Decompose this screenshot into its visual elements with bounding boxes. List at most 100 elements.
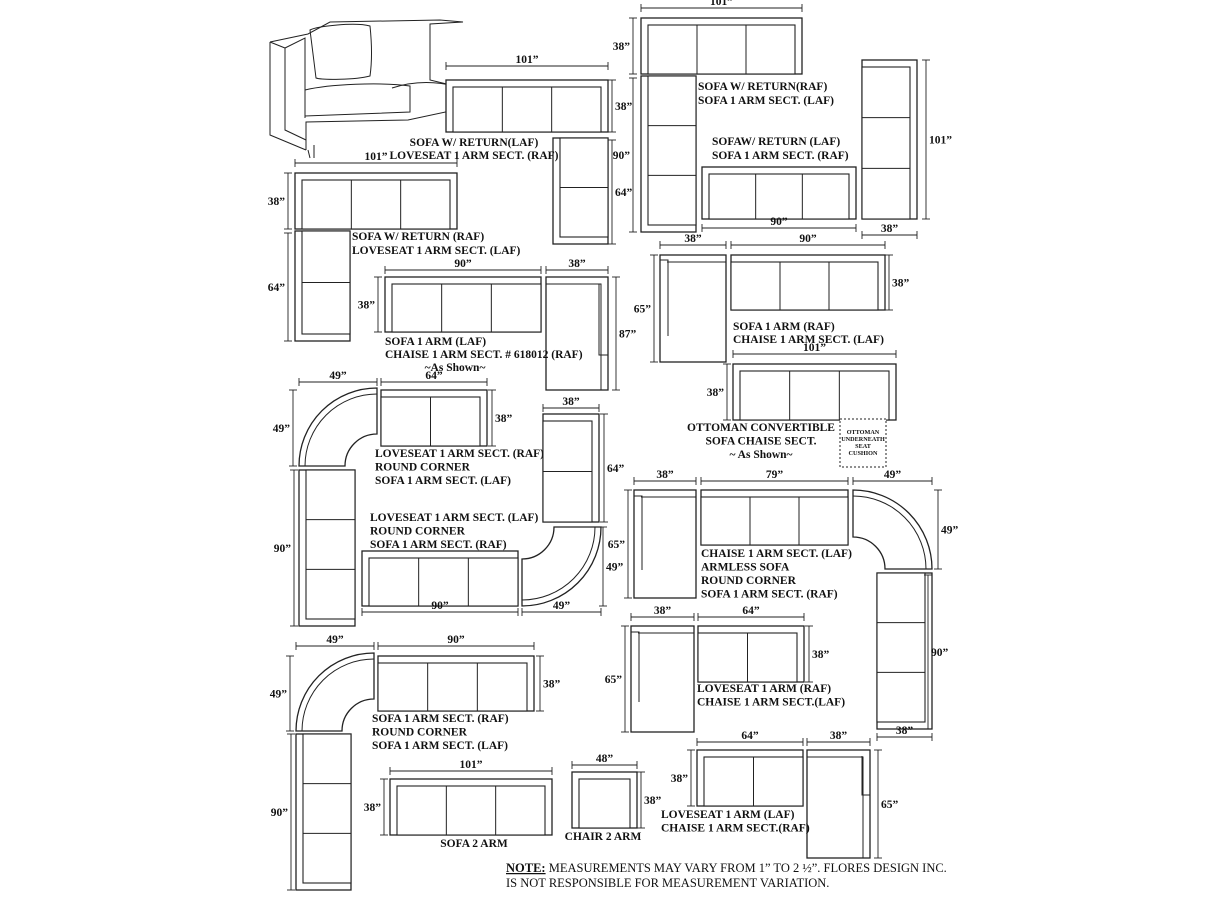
dimension-label: 64”	[425, 370, 443, 382]
config-label-line: ARMLESS SOFA	[701, 562, 790, 574]
measurement-note: NOTE: MEASUREMENTS MAY VARY FROM 1” TO 2…	[506, 861, 947, 890]
dimension-label: 90”	[799, 233, 817, 245]
ottoman-label-line: CUSHION	[849, 450, 878, 457]
config-label-line: ~ As Shown~	[729, 449, 792, 461]
chaise-seat	[638, 632, 695, 733]
sectional-c: 90”101”38”SOFAW/ RETURN (LAF)SOFA 1 ARM …	[701, 59, 952, 239]
config-label-line: CHAISE 1 ARM SECT.(RAF)	[661, 823, 810, 835]
dimension-label: 64”	[742, 605, 760, 617]
seat-area	[647, 24, 796, 75]
note-line-1: MEASUREMENTS MAY VARY FROM 1” TO 2 ½”. F…	[546, 861, 947, 875]
sectional-n: 48”38”CHAIR 2 ARM	[565, 753, 662, 843]
seat-area	[647, 75, 697, 226]
seat-area	[452, 86, 602, 133]
dimension-label: 65”	[608, 539, 626, 551]
dimension-label: 79”	[766, 469, 784, 481]
config-label-line: SOFA 1 ARM SECT. (RAF)	[712, 150, 849, 162]
config-label-line: SOFA 1 ARM SECT. (RAF)	[372, 713, 509, 725]
sofa-sketch-icon	[269, 19, 464, 159]
sectional-b: 101”38”90”SOFA W/ RETURN(RAF)SOFA 1 ARM …	[613, 0, 834, 233]
dimension-label: 38”	[654, 605, 672, 617]
seat-area	[302, 733, 352, 884]
config-label-line: SOFA 1 ARM SECT. (RAF)	[701, 589, 838, 601]
config-label-line: LOVESEAT 1 ARM SECT. (LAF)	[352, 245, 521, 257]
dimension-label: 49”	[553, 600, 571, 612]
dimension-label: 90”	[613, 150, 631, 162]
dimension-label: 38”	[644, 795, 662, 807]
chaise-seat	[667, 261, 727, 363]
round-corner-back	[852, 495, 927, 570]
seat-area	[708, 173, 850, 220]
config-label-line: LOVESEAT 1 ARM SECT. (LAF)	[370, 512, 539, 524]
dimension-label: 38”	[568, 258, 586, 270]
dimension-label: 38”	[615, 101, 633, 113]
seat-area	[700, 496, 849, 546]
dimension-label: 90”	[931, 647, 949, 659]
chaise-seat	[807, 756, 864, 859]
dimension-label: 65”	[881, 799, 899, 811]
dimension-label: 38”	[671, 773, 689, 785]
sectional-g: 101”38”OTTOMANUNDERNEATHSEATCUSHIONOTTOM…	[687, 342, 897, 468]
dimension-label: 64”	[268, 282, 286, 294]
dimension-label: 38”	[707, 387, 725, 399]
dimension-label: 101”	[803, 342, 826, 354]
config-label-line: OTTOMAN CONVERTIBLE	[687, 422, 835, 434]
config-label-line: SOFA 2 ARM	[440, 838, 508, 850]
chaise-arm	[861, 756, 870, 796]
dimension-label: 49”	[326, 634, 344, 646]
sectional-j: 38”79”49”65”49”90”38”CHAISE 1 ARM SECT. …	[608, 469, 959, 741]
chaise-frame	[633, 489, 697, 599]
ottoman-label-line: OTTOMAN	[847, 429, 880, 436]
sectional-i: 90”49”49”LOVESEAT 1 ARM SECT. (LAF)ROUND…	[361, 512, 624, 616]
seat-area	[368, 557, 519, 607]
dimension-label: 90”	[454, 258, 472, 270]
dimension-label: 90”	[274, 543, 292, 555]
round-corner-back	[301, 658, 375, 732]
dimension-label: 49”	[270, 689, 288, 701]
note-line-2: IS NOT RESPONSIBLE FOR MEASUREMENT VARIA…	[506, 876, 829, 890]
config-label-line: LOVESEAT 1 ARM (RAF)	[697, 683, 831, 695]
dimension-label: 38”	[268, 196, 286, 208]
dimension-label: 38”	[656, 469, 674, 481]
round-corner-piece	[521, 526, 602, 607]
dimension-label: 90”	[431, 600, 449, 612]
chaise-arm	[660, 259, 669, 336]
config-label-line: SOFA W/ RETURN(LAF)	[410, 137, 539, 149]
config-label-line: SOFA CHAISE SECT.	[705, 436, 816, 448]
dimension-label: 38”	[896, 725, 914, 737]
dimension-label: 38”	[812, 649, 830, 661]
note-heading: NOTE:	[506, 861, 546, 875]
sectional-h-return: 38”64”	[542, 396, 625, 523]
dimension-label: 65”	[634, 304, 652, 316]
chaise-frame	[630, 625, 695, 733]
dimension-label: 38”	[358, 300, 376, 312]
config-label-line: SOFA 1 ARM (RAF)	[733, 321, 835, 333]
config-label-line: ~As Shown~	[425, 362, 486, 374]
config-label-line: SOFA 1 ARM SECT. (RAF)	[370, 539, 507, 551]
seat-area	[377, 662, 528, 712]
dimension-label: 87”	[619, 329, 637, 341]
seat-area	[876, 572, 926, 723]
dimension-label: 90”	[271, 807, 289, 819]
sectional-h: 49”64”49”38”90”LOVESEAT 1 ARM SECT. (RAF…	[273, 370, 544, 627]
dimension-label: 49”	[884, 469, 902, 481]
dimension-label: 38”	[543, 679, 561, 691]
sectional-k: 38”64”65”38”LOVESEAT 1 ARM (RAF)CHAISE 1…	[605, 605, 845, 733]
config-label-line: CHAISE 1 ARM SECT. # 618012 (RAF)	[385, 349, 583, 361]
chaise-seat	[641, 496, 697, 599]
dimension-label: 38”	[881, 223, 899, 235]
config-label-line: ROUND CORNER	[372, 727, 468, 739]
chaise-frame	[545, 276, 609, 391]
config-label-line: ROUND CORNER	[370, 526, 466, 538]
seat-area	[391, 283, 542, 333]
ottoman-label-line: UNDERNEATH	[841, 436, 885, 443]
seat-area	[861, 66, 911, 220]
chaise-arm	[598, 284, 608, 356]
dimension-label: 90”	[770, 216, 788, 228]
config-label-line: LOVESEAT 1 ARM (LAF)	[661, 809, 795, 821]
config-label-line: CHAISE 1 ARM SECT.(LAF)	[697, 697, 845, 709]
config-label-line: LOVESEAT 1 ARM SECT. (RAF)	[375, 448, 544, 460]
round-corner-piece	[852, 489, 933, 570]
config-label-line: LOVESEAT 1 ARM SECT. (RAF)	[389, 150, 558, 162]
